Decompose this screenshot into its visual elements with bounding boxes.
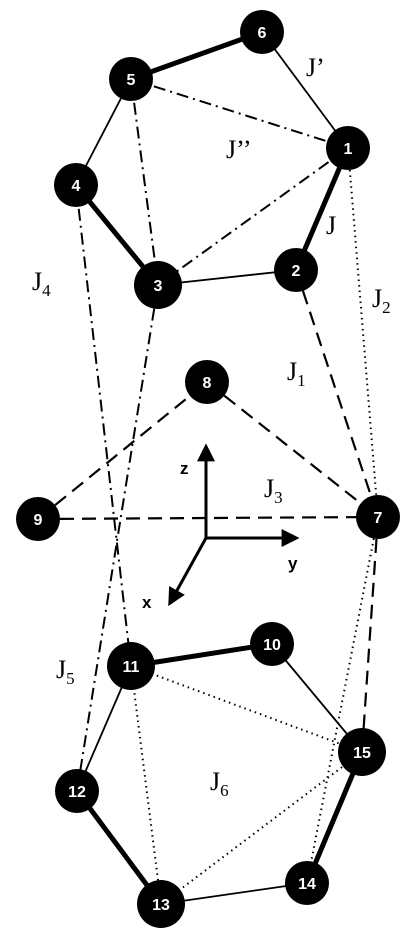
coordinate-axes: z y x [142, 443, 300, 612]
bond-lines [37, 29, 380, 907]
node-1: 1 [326, 126, 370, 170]
x-axis-arrow [168, 537, 208, 607]
node-14-circle [285, 861, 329, 905]
node-3-label: 3 [154, 278, 163, 295]
node-3: 3 [134, 261, 182, 309]
node-7-label: 7 [374, 510, 383, 527]
node-8: 8 [185, 360, 229, 404]
coupling-label-j: J [326, 211, 336, 240]
node-1-circle [326, 126, 370, 170]
coupling-label-jdprime: J’’ [226, 135, 252, 164]
node-13-label: 13 [152, 897, 170, 914]
node-6-label: 6 [258, 25, 267, 42]
node-5: 5 [109, 57, 153, 101]
node-11-circle [107, 642, 155, 690]
node-4: 4 [54, 163, 98, 207]
node-13: 13 [137, 880, 185, 928]
z-axis-label: z [180, 459, 189, 478]
y-axis-label: y [288, 554, 298, 573]
coupling-label-j4: J4 [32, 267, 51, 300]
node-2-label: 2 [292, 263, 301, 280]
bond-13-15-dotted [160, 751, 363, 905]
node-13-circle [137, 880, 185, 928]
bond-5-1-dashdot [130, 78, 349, 149]
node-10-circle [250, 622, 294, 666]
node-7-circle [356, 495, 400, 539]
node-1-label: 1 [344, 141, 353, 158]
node-10-label: 10 [263, 637, 281, 654]
bond-5-3-dashdot [130, 78, 159, 286]
coupling-label-j1: J1 [287, 357, 306, 390]
coupling-label-j2: J2 [372, 284, 391, 317]
bond-1-2-thick [293, 145, 351, 273]
node-6: 6 [240, 10, 284, 54]
node-11: 11 [107, 642, 155, 690]
node-12: 12 [55, 769, 99, 813]
node-14: 14 [285, 861, 329, 905]
coupling-label-j6: J6 [210, 767, 229, 800]
x-axis-label: x [142, 593, 152, 612]
bond-1-3-dashdot [157, 147, 349, 286]
node-6-circle [240, 10, 284, 54]
node-4-circle [54, 163, 98, 207]
node-7: 7 [356, 495, 400, 539]
bond-2-7-dashed [294, 269, 380, 518]
node-5-label: 5 [127, 72, 136, 89]
node-10: 10 [250, 622, 294, 666]
node-3-circle [134, 261, 182, 309]
bond-6-1-thin [261, 31, 349, 149]
bond-4-11-dashdot [75, 184, 132, 667]
node-4-label: 4 [72, 178, 81, 195]
bond-11-13-dotted [130, 665, 162, 905]
bond-5-6-thick [128, 29, 265, 82]
node-15-circle [338, 728, 386, 776]
bond-9-7-dashed [37, 515, 379, 521]
node-8-circle [185, 360, 229, 404]
bond-13-14-thin [160, 882, 308, 905]
coupling-label-jprime: J’ [306, 53, 325, 82]
node-9-circle [16, 497, 60, 541]
node-8-label: 8 [203, 375, 212, 392]
node-5-circle [109, 57, 153, 101]
node-14-label: 14 [298, 876, 316, 893]
bond-9-8-dashed [37, 381, 208, 520]
bond-1-7-dotted [347, 147, 379, 518]
bond-11-15-dotted [130, 665, 363, 753]
coupling-label-j5: J5 [56, 655, 75, 688]
node-15-label: 15 [353, 745, 371, 762]
node-2: 2 [274, 248, 318, 292]
node-12-circle [55, 769, 99, 813]
node-9: 9 [16, 497, 60, 541]
node-2-circle [274, 248, 318, 292]
node-15: 15 [338, 728, 386, 776]
node-12-label: 12 [68, 784, 86, 801]
bond-8-7-dashed [206, 381, 379, 518]
bond-7-15-dashed [360, 516, 380, 753]
bond-3-12-dashdot [76, 284, 159, 792]
node-11-label: 11 [123, 659, 140, 676]
coupling-label-j3: J3 [264, 474, 283, 507]
node-9-label: 9 [34, 512, 43, 529]
